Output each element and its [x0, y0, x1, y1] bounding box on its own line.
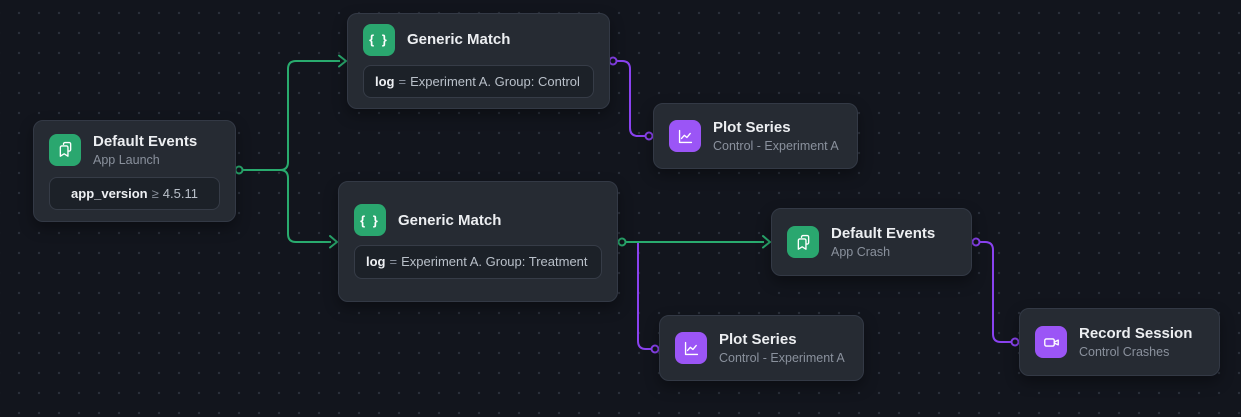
line-chart-icon — [669, 120, 701, 152]
input-port[interactable] — [1010, 337, 1020, 347]
filter-badge[interactable]: app_version≥4.5.11 — [49, 176, 220, 211]
edge-launch-to-match-treatment[interactable] — [243, 169, 331, 243]
badge-value: Experiment A. Group: Treatment — [401, 254, 588, 270]
node-default-events-app-launch[interactable]: Default Events App Launch app_version≥4.… — [33, 120, 236, 222]
bookmarks-icon — [787, 226, 819, 258]
filter-badge[interactable]: log=Experiment A. Group: Control — [363, 64, 594, 99]
arrowhead-icon — [329, 235, 338, 249]
badge-operator: ≥ — [151, 185, 159, 201]
node-subtitle: Control - Experiment A — [719, 351, 845, 365]
node-title: Generic Match — [398, 211, 502, 229]
node-header: Record Session Control Crashes — [1035, 324, 1204, 360]
node-generic-match-treatment[interactable]: { } Generic Match log=Experiment A. Grou… — [338, 181, 618, 302]
node-title: Plot Series — [719, 331, 797, 348]
badge-operator: = — [398, 73, 407, 89]
node-header: { } Generic Match — [363, 23, 594, 56]
badge-value: 4.5.11 — [162, 185, 198, 201]
node-subtitle: App Launch — [93, 152, 160, 167]
video-camera-icon — [1035, 326, 1067, 358]
badge-operator: = — [389, 254, 398, 270]
node-header: { } Generic Match — [354, 204, 602, 237]
node-title: Default Events — [831, 225, 936, 242]
edge-app-crash-to-record-session[interactable] — [980, 241, 1011, 343]
node-subtitle: Control - Experiment A — [713, 139, 839, 153]
node-default-events-app-crash[interactable]: Default Events App Crash — [771, 208, 972, 276]
input-port[interactable] — [650, 344, 660, 354]
node-title: Plot Series — [713, 119, 791, 136]
bookmarks-icon — [49, 133, 81, 166]
node-plot-series-control-experiment-a[interactable]: Plot Series Control - Experiment A — [653, 103, 858, 169]
edge-launch-to-match-control[interactable] — [243, 60, 340, 171]
node-title: Default Events — [93, 132, 198, 150]
line-chart-icon — [675, 332, 707, 364]
output-port[interactable] — [617, 237, 627, 247]
node-title: Record Session — [1079, 325, 1193, 342]
output-port[interactable] — [234, 165, 244, 175]
edge-match-control-to-plot-series[interactable] — [617, 60, 645, 137]
arrowhead-icon — [338, 54, 347, 68]
node-header: Default Events App Crash — [787, 224, 956, 260]
node-subtitle: App Crash — [831, 245, 891, 259]
output-port[interactable] — [971, 237, 981, 247]
output-port[interactable] — [608, 56, 618, 66]
node-header: Plot Series Control - Experiment A — [675, 330, 848, 366]
badge-key: app_version — [71, 185, 148, 201]
edge-treatment-to-plot-series-2[interactable] — [637, 242, 651, 350]
node-header: Plot Series Control - Experiment A — [669, 118, 842, 154]
node-record-session-control-crashes[interactable]: Record Session Control Crashes — [1019, 308, 1220, 376]
node-subtitle: Control Crashes — [1079, 345, 1170, 359]
badge-value: Experiment A. Group: Control — [410, 73, 580, 89]
braces-icon: { } — [354, 204, 386, 237]
node-header: Default Events App Launch — [49, 132, 220, 168]
node-generic-match-control[interactable]: { } Generic Match log=Experiment A. Grou… — [347, 13, 610, 109]
braces-icon: { } — [363, 23, 395, 56]
node-title: Generic Match — [407, 31, 511, 49]
filter-badge[interactable]: log=Experiment A. Group: Treatment — [354, 245, 602, 279]
badge-key: log — [375, 73, 395, 89]
arrowhead-icon — [762, 235, 771, 249]
node-plot-series-control-experiment-a-2[interactable]: Plot Series Control - Experiment A — [659, 315, 864, 381]
input-port[interactable] — [644, 131, 654, 141]
badge-key: log — [366, 254, 386, 270]
